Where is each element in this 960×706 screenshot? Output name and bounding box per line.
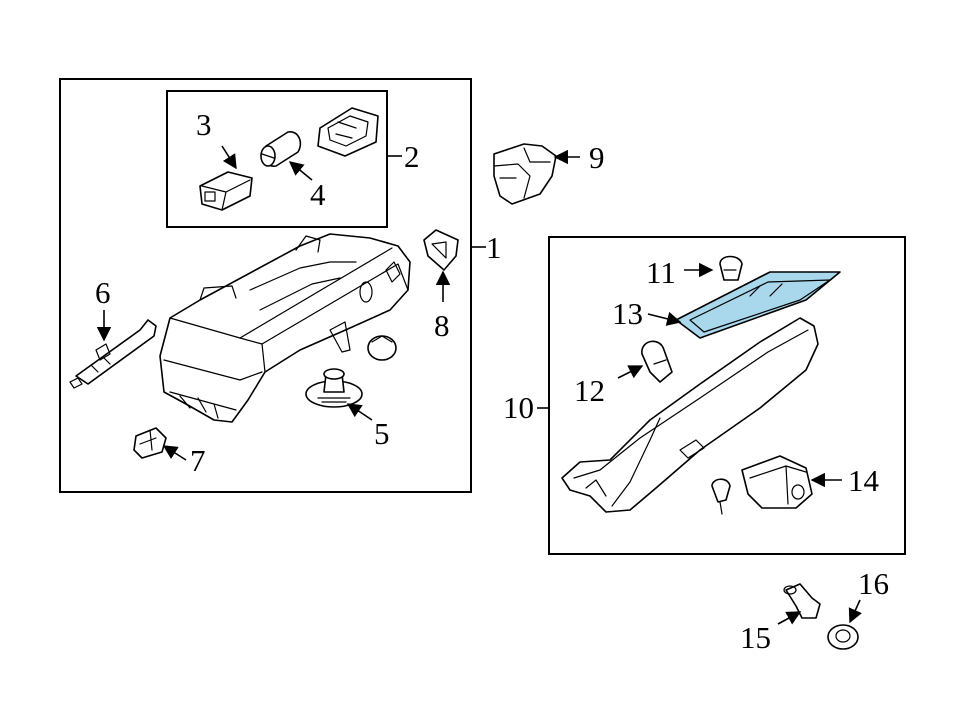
callout-1: 1 [486, 230, 502, 265]
door-assembly-frame [548, 236, 906, 555]
part-knob [367, 335, 397, 361]
leader-lines [96, 145, 862, 625]
part-2-lamp-housing [317, 107, 379, 157]
part-16-grommet [827, 624, 859, 650]
part-12-bumper [641, 340, 673, 383]
callout-12: 12 [574, 373, 605, 408]
part-4-bulb [260, 131, 302, 167]
callout-5: 5 [374, 416, 390, 451]
part-10-door [561, 317, 819, 513]
callout-3: 3 [196, 107, 212, 142]
callout-15: 15 [740, 620, 771, 655]
part-15-pin [783, 583, 821, 619]
part-screw [711, 478, 731, 515]
part-13-pad [675, 271, 841, 339]
callout-14: 14 [848, 463, 880, 498]
callout-16: 16 [858, 566, 889, 601]
callout-13: 13 [612, 296, 643, 331]
callout-10: 10 [503, 390, 534, 425]
part-3-socket [199, 171, 253, 211]
part-9-latch [493, 143, 557, 205]
part-1-glove-box [159, 233, 411, 423]
part-7-clip [133, 427, 167, 459]
callout-6: 6 [95, 275, 111, 310]
part-11-push-pin [719, 255, 743, 281]
callout-7: 7 [190, 443, 206, 478]
callout-11: 11 [646, 255, 676, 290]
part-8-bracket [423, 229, 459, 271]
lamp-kit-frame [166, 90, 388, 228]
part-6-rod [69, 319, 157, 389]
callout-9: 9 [589, 140, 605, 175]
callout-8: 8 [434, 308, 450, 343]
part-14-lock [741, 455, 813, 509]
callout-4: 4 [310, 177, 326, 212]
glove-box-assembly-frame [59, 78, 472, 493]
part-5-damper [305, 368, 363, 408]
callout-2: 2 [404, 139, 420, 174]
